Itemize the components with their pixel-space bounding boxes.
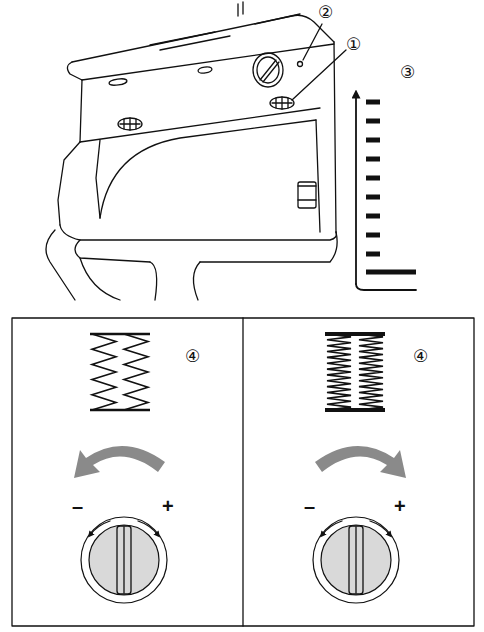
stitch-stroke [366,119,380,124]
stitch-stroke [366,176,380,181]
stitch-stroke [366,195,380,200]
zigzag-stitch [359,334,383,410]
plus-sign: + [162,496,174,516]
stitch-stroke [366,233,380,238]
stitch-stroke [325,332,385,336]
stitch-stroke [366,138,380,143]
stitch-stroke [366,252,380,257]
zigzag-stitch [92,334,116,410]
stitch-stroke [366,270,416,275]
callout-number: ④ [413,348,428,365]
stitch-stroke [90,409,150,412]
stitch-stroke [366,100,380,105]
callout-number: ④ [185,348,200,365]
callout-number: ① [346,36,361,53]
zigzag-stitch [327,334,351,410]
stitch-stroke [90,333,150,336]
minus-sign: – [72,496,83,516]
minus-sign: – [304,496,315,516]
stitch-stroke [366,157,380,162]
callout-number: ③ [400,64,415,81]
callout-number: ② [318,4,333,21]
plus-sign: + [394,496,406,516]
stitch-stroke [325,408,385,412]
stitch-stroke [366,214,380,219]
zigzag-stitch [124,334,148,410]
